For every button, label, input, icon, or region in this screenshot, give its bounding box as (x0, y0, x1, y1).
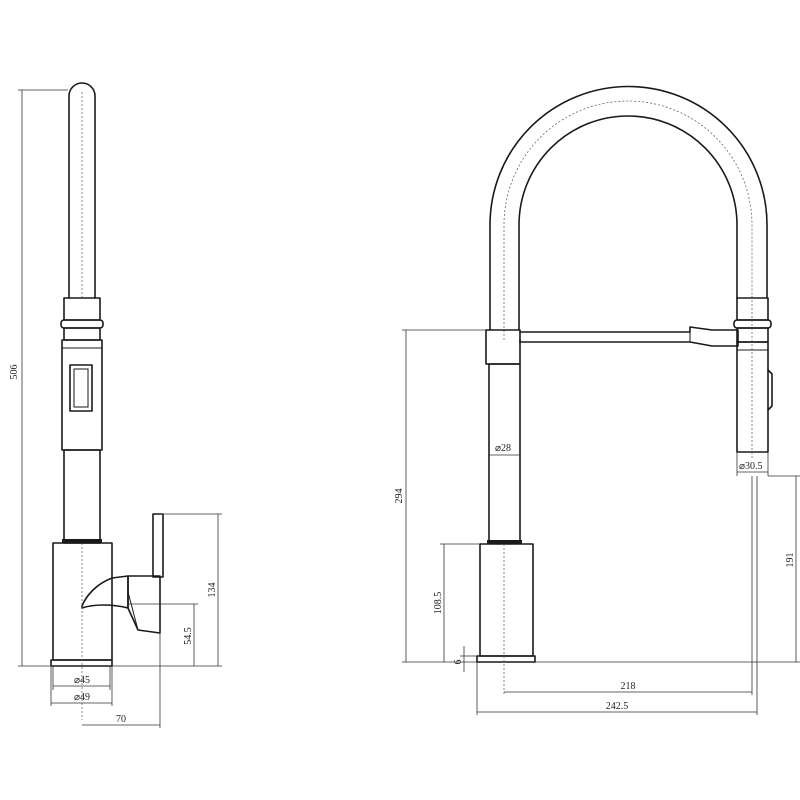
front-dimension-242-5: 242.5 (476, 476, 758, 715)
front-arc-spout-inner (518, 115, 738, 331)
front-spray-diameter-label: ⌀30.5 (739, 461, 763, 472)
side-lever-edge (127, 591, 139, 631)
front-body-ring (487, 540, 522, 544)
side-lever-plate (152, 513, 164, 578)
side-dimension-54-5: 54.5 (128, 603, 198, 666)
side-base-diameter-label: ⌀49 (74, 692, 90, 703)
front-reach-center-label: 218 (621, 681, 636, 692)
side-outlet-height-label: 54.5 (183, 627, 194, 645)
side-spray-button-inner (73, 368, 89, 408)
front-arc-spout-outer (489, 85, 768, 331)
front-spray-height-label: 191 (785, 553, 796, 568)
side-view: 506 134 54.5 ⌀45 ⌀49 70 (9, 82, 222, 728)
side-collar (63, 297, 101, 321)
front-view: ⌀28 ⌀30.5 294 108.5 (394, 85, 800, 715)
front-pipe-diameter-label: ⌀28 (495, 443, 511, 454)
side-projection-label: 70 (116, 714, 126, 725)
front-base-thickness-label: 6 (453, 660, 464, 665)
front-mount-block (485, 329, 521, 365)
front-spray-ring (733, 319, 772, 329)
side-lever-arm (127, 575, 161, 634)
side-base (50, 659, 113, 667)
front-spout-height-label: 294 (394, 489, 405, 504)
side-pipe-ring (62, 539, 102, 543)
side-inner-diameter-label: ⌀45 (74, 675, 90, 686)
side-spout-rod (68, 82, 96, 299)
side-lever-height-label: 134 (207, 583, 218, 598)
side-dimension-d49: ⌀49 (50, 666, 113, 706)
front-dimension-294: 294 (394, 329, 486, 663)
front-body (479, 543, 534, 657)
side-total-height-label: 506 (9, 365, 20, 380)
side-lever-connector (81, 575, 129, 609)
side-hose-pipe (63, 449, 101, 544)
front-dimension-191: 191 (535, 475, 800, 663)
front-reach-total-label: 242.5 (606, 701, 629, 712)
front-dimension-6: 6 (453, 646, 477, 672)
front-dimension-218: 218 (504, 476, 753, 695)
front-spray-collar-lower (736, 327, 769, 343)
front-spray-collar (736, 297, 769, 321)
side-dimension-70: 70 (82, 633, 161, 728)
front-support-bar (519, 326, 739, 347)
front-spray-head (736, 341, 769, 453)
side-spray-head (61, 339, 103, 451)
front-spray-button (767, 369, 773, 411)
side-body (52, 542, 113, 661)
side-dimension-506: 506 (9, 89, 68, 667)
front-body-height-label: 108.5 (433, 592, 444, 615)
front-dimension-108-5: 108.5 (433, 543, 480, 662)
side-dimension-134: 134 (112, 513, 222, 667)
side-spray-button (69, 364, 93, 412)
front-base (476, 655, 536, 663)
front-arc-centerline (503, 100, 753, 340)
side-collar-ring (60, 319, 104, 329)
side-collar-lower (63, 327, 101, 341)
side-dimension-d45: ⌀45 (52, 666, 111, 690)
